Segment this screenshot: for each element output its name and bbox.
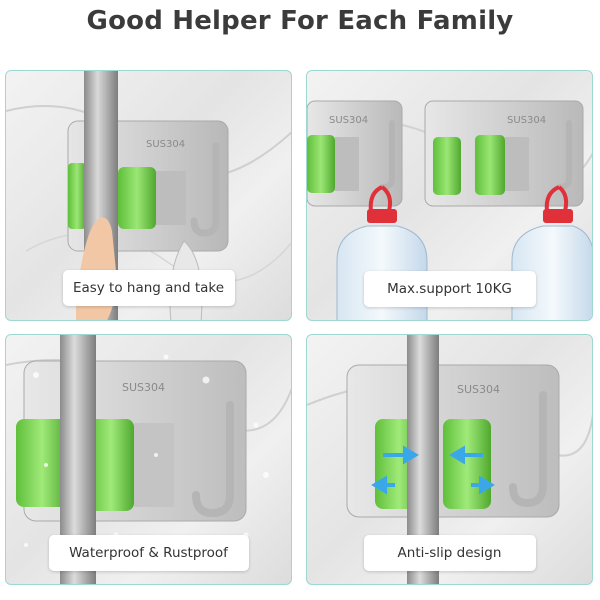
water-droplets-photo: SUS304 xyxy=(6,335,291,584)
plate-engraving: SUS304 xyxy=(146,139,185,150)
caption-anti-slip: Anti-slip design xyxy=(363,535,536,571)
bottle-hanging-photo: SUS304 SUS304 xyxy=(307,100,592,320)
plate-engraving: SUS304 xyxy=(457,383,500,396)
panel-waterproof: SUS304 Waterproof & Rustproof xyxy=(5,334,292,585)
page-title: Good Helper For Each Family xyxy=(86,6,514,36)
panel-max-support: SUS304 SUS304 Max.support 10KG xyxy=(306,70,593,321)
plate-engraving-right: SUS304 xyxy=(507,115,546,126)
panel-anti-slip: SUS304 Anti-slip design xyxy=(306,334,593,585)
caption-waterproof: Waterproof & Rustproof xyxy=(48,535,249,571)
panel-easy-hang: SUS304 Easy to hang and take xyxy=(5,70,292,321)
caption-max-support: Max.support 10KG xyxy=(363,271,536,307)
caption-easy-hang: Easy to hang and take xyxy=(62,270,235,306)
plate-engraving: SUS304 xyxy=(122,381,165,394)
arrow-icons xyxy=(371,445,495,495)
plate-engraving-left: SUS304 xyxy=(329,115,368,126)
